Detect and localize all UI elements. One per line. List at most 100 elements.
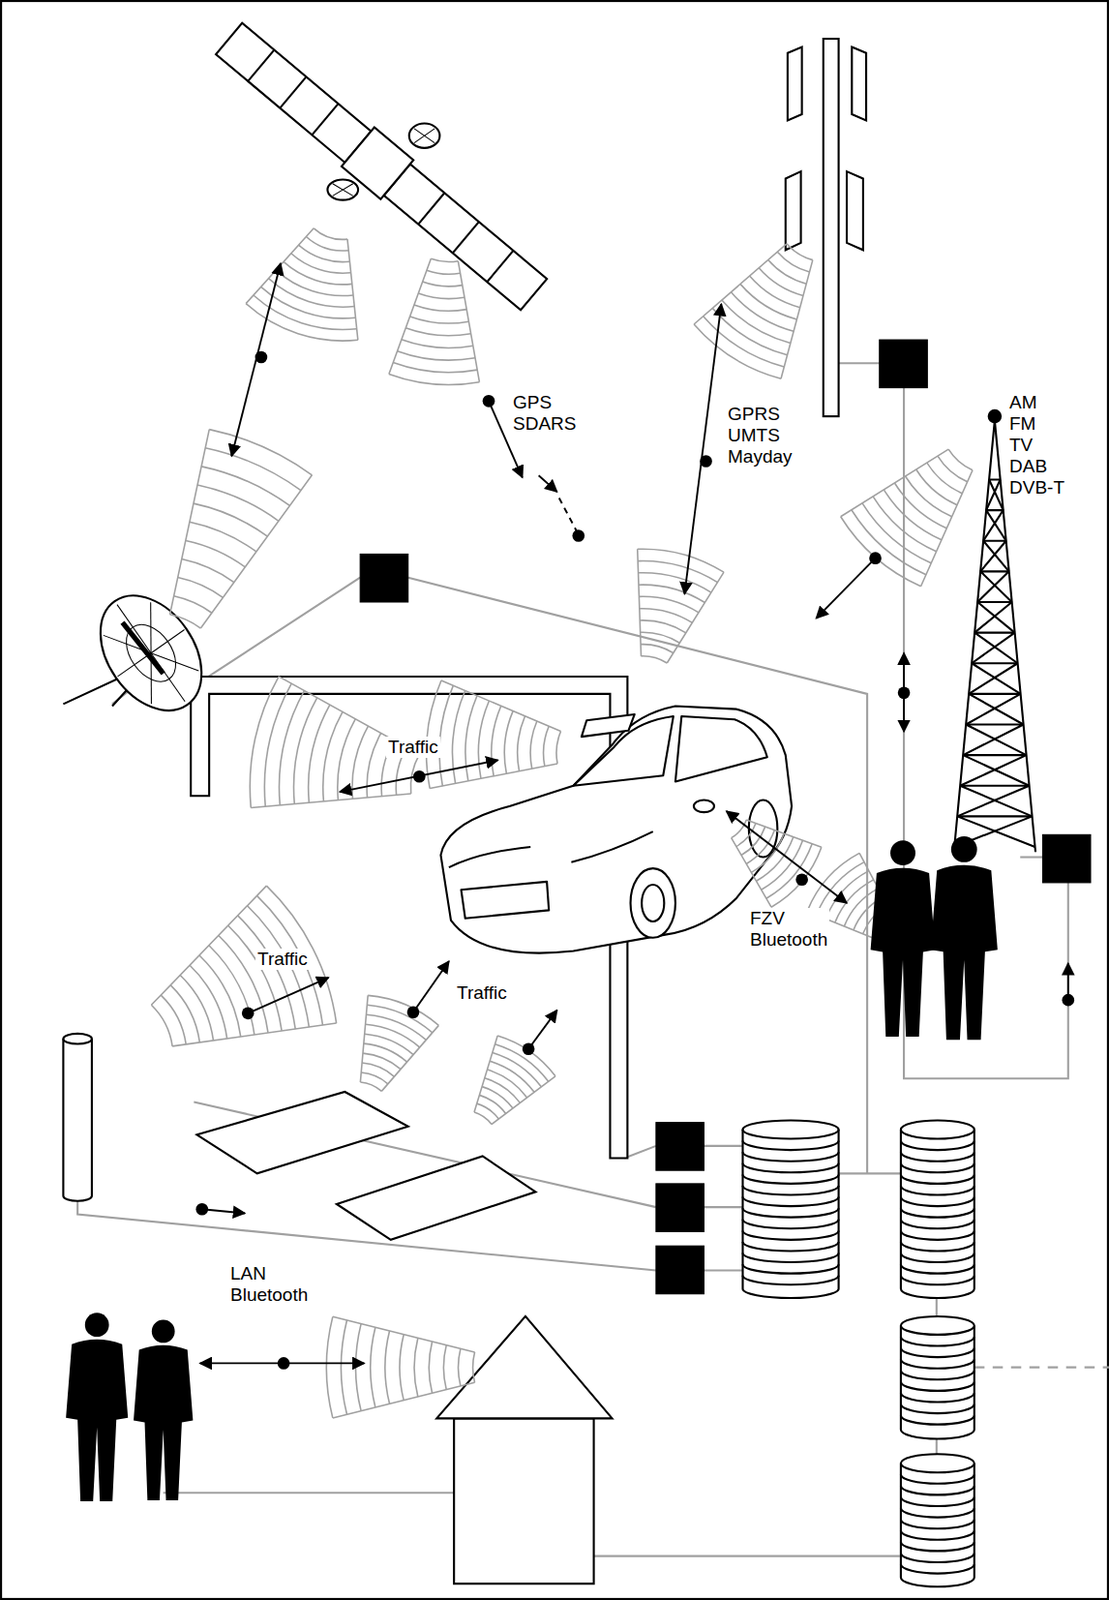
signal-arrow bbox=[413, 960, 450, 1013]
cone-arc bbox=[193, 503, 268, 537]
cone-arc bbox=[337, 719, 356, 801]
cone-arc bbox=[777, 251, 810, 272]
database-top bbox=[743, 1120, 840, 1139]
pillar-body bbox=[62, 1038, 92, 1201]
signal-arrow bbox=[202, 1208, 245, 1213]
ground-loop bbox=[336, 1155, 537, 1239]
database-ring bbox=[900, 1275, 975, 1285]
signal-arrow bbox=[559, 497, 578, 533]
signal-arrow bbox=[726, 810, 847, 903]
database-ring bbox=[743, 1151, 840, 1161]
signal-label: Traffic bbox=[386, 736, 441, 758]
cone-arc bbox=[639, 608, 693, 624]
cone-arc bbox=[479, 1094, 506, 1113]
wire-line bbox=[624, 1145, 657, 1159]
cone-arc bbox=[465, 695, 478, 781]
cone-arc bbox=[872, 496, 936, 552]
black-boxes bbox=[359, 339, 1091, 1294]
panel-divider bbox=[486, 250, 513, 282]
cell-tower bbox=[785, 38, 867, 417]
cone-arc bbox=[504, 711, 513, 775]
cone-arc bbox=[366, 732, 382, 798]
person-silhouette bbox=[133, 1345, 193, 1500]
ground-dish bbox=[62, 576, 222, 730]
cone-arc bbox=[414, 1337, 419, 1397]
signal-arrow bbox=[528, 1010, 558, 1050]
database-top bbox=[900, 1453, 975, 1472]
cone-arc bbox=[189, 521, 257, 552]
person-head bbox=[151, 1319, 176, 1344]
database-ring bbox=[900, 1563, 975, 1573]
cone-arc bbox=[749, 275, 801, 308]
cone-edge bbox=[332, 1316, 476, 1418]
cone-arc bbox=[825, 870, 870, 920]
database-ring bbox=[900, 1253, 975, 1262]
cone-arc bbox=[261, 286, 357, 319]
car-line bbox=[449, 831, 654, 868]
person-head bbox=[85, 1312, 110, 1337]
cone-arc bbox=[209, 429, 312, 476]
database-ring bbox=[900, 1263, 975, 1273]
cone-arc bbox=[341, 1319, 348, 1414]
dish-rib bbox=[116, 615, 186, 691]
database-body bbox=[900, 1324, 975, 1439]
signal-dot bbox=[1061, 993, 1075, 1007]
database-body bbox=[900, 1129, 975, 1298]
database-ring bbox=[900, 1197, 975, 1206]
cone-arc bbox=[362, 1052, 401, 1070]
cone-arc bbox=[360, 1072, 389, 1084]
cone-arc bbox=[359, 1081, 382, 1091]
cone-arc bbox=[178, 577, 224, 599]
database-ring bbox=[743, 1241, 840, 1251]
cone-edge bbox=[429, 680, 561, 789]
cone-arc bbox=[205, 448, 301, 491]
cone-arc bbox=[238, 915, 297, 1029]
cone-arc bbox=[370, 1326, 376, 1408]
cone-arc bbox=[401, 339, 474, 349]
wire-line bbox=[408, 577, 868, 1174]
signal-dot bbox=[241, 1007, 255, 1020]
wire-line bbox=[839, 361, 880, 364]
cone-arc bbox=[323, 711, 343, 802]
tower-lattice bbox=[962, 723, 1026, 755]
database-ring bbox=[900, 1485, 975, 1495]
database-ring bbox=[900, 1173, 975, 1183]
wire-group bbox=[77, 362, 1109, 1556]
cone-arc bbox=[730, 292, 794, 331]
cone-edge bbox=[389, 258, 480, 382]
antenna-panel bbox=[785, 171, 802, 250]
database-ring bbox=[900, 1163, 975, 1172]
satellite bbox=[212, 19, 551, 315]
cone-arc bbox=[905, 476, 953, 517]
cone-arc bbox=[389, 373, 480, 385]
cone-arc bbox=[249, 676, 279, 809]
black-box bbox=[359, 553, 409, 602]
cone-arc bbox=[916, 469, 958, 506]
cone-arc bbox=[740, 283, 798, 320]
signal-label: Traffic bbox=[454, 982, 510, 1004]
panel-divider bbox=[279, 76, 306, 108]
signal-cone bbox=[150, 885, 336, 1047]
cone-edge bbox=[150, 885, 336, 1047]
tower-lattice bbox=[983, 509, 1007, 541]
antenna-panel bbox=[846, 171, 864, 250]
cone-arc bbox=[305, 236, 349, 251]
cone-arc bbox=[199, 955, 241, 1037]
database-ring bbox=[900, 1497, 975, 1506]
signal-arrow bbox=[539, 475, 558, 492]
database-ring bbox=[900, 1207, 975, 1217]
database-cylinder bbox=[900, 1120, 975, 1298]
signal-label: AM FM TV DAB DVB-T bbox=[1007, 391, 1067, 499]
antenna-panel bbox=[787, 46, 803, 120]
signal-label: GPRS UMTS Mayday bbox=[725, 403, 795, 468]
signal-dot bbox=[255, 351, 269, 364]
database-ring bbox=[900, 1380, 975, 1390]
database-ring bbox=[743, 1185, 840, 1195]
database-body bbox=[743, 1129, 840, 1298]
cone-arc bbox=[385, 1330, 390, 1404]
signal-dot bbox=[195, 1202, 209, 1216]
cone-edge bbox=[170, 429, 313, 629]
database-ring bbox=[900, 1507, 975, 1517]
database-ring bbox=[743, 1229, 840, 1239]
tower-lattice bbox=[977, 570, 1012, 602]
